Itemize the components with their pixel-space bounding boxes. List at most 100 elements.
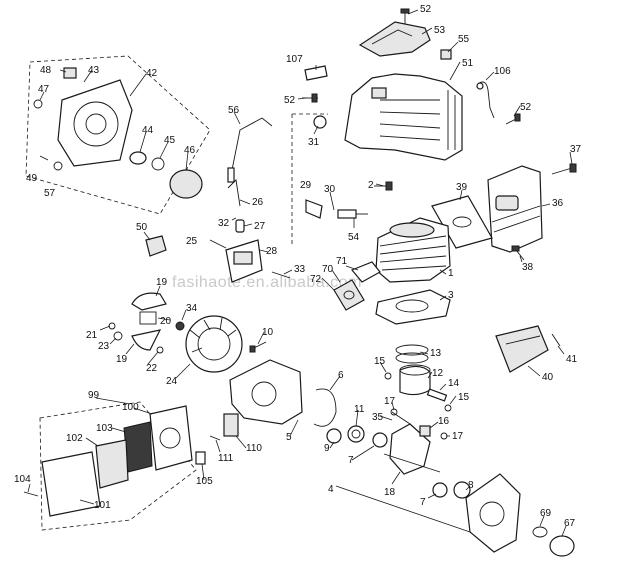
callout-107: 107 <box>286 54 303 65</box>
plate-105 <box>195 451 206 465</box>
plug-cap-29 <box>305 199 323 219</box>
callout-67: 67 <box>564 518 576 529</box>
callout-48: 48 <box>40 65 52 76</box>
clutch-shoe-19-top <box>131 292 167 311</box>
callout-labels: 52 53 55 51 107 52 106 52 48 43 42 47 44… <box>14 4 582 529</box>
callout-2: 2 <box>368 180 374 191</box>
callout-9: 9 <box>324 443 330 454</box>
callout-37: 37 <box>570 144 582 155</box>
callout-26: 26 <box>252 197 264 208</box>
callout-21: 21 <box>86 330 98 341</box>
callout-110: 110 <box>246 443 262 454</box>
decal-107 <box>304 65 328 81</box>
callout-44: 44 <box>142 125 154 136</box>
wire-106 <box>476 81 495 119</box>
callout-25: 25 <box>186 236 198 247</box>
callout-5: 5 <box>286 432 292 443</box>
callout-105: 105 <box>196 476 213 487</box>
knob-48 <box>63 67 77 79</box>
washer-22 <box>156 346 164 354</box>
callout-28: 28 <box>266 246 278 257</box>
washer-23 <box>113 331 123 341</box>
callout-36: 36 <box>552 198 564 209</box>
callout-39: 39 <box>456 182 468 193</box>
callout-72: 72 <box>310 274 322 285</box>
callout-7-left: 7 <box>348 455 354 466</box>
callout-8: 8 <box>468 480 474 491</box>
bearing-11 <box>347 425 365 443</box>
callout-56: 56 <box>228 105 240 116</box>
callout-103: 103 <box>96 423 113 434</box>
callout-32: 32 <box>218 218 230 229</box>
cylinder-1 <box>375 217 451 283</box>
cover-plate-53 <box>358 21 431 57</box>
nut-55 <box>440 49 452 60</box>
callout-15-left: 15 <box>374 356 386 367</box>
piston-pin-14 <box>426 388 448 402</box>
bolt-10 <box>249 341 267 353</box>
air-cleaner-cover-101 <box>41 451 101 517</box>
clip-15-left <box>384 372 392 380</box>
callout-18: 18 <box>384 487 396 498</box>
callout-52-top: 52 <box>420 4 432 15</box>
filter-102 <box>95 439 129 489</box>
fuel-filter-27 <box>235 219 245 233</box>
pin-35 <box>391 411 411 425</box>
callout-43: 43 <box>88 65 100 76</box>
bolt-41 <box>551 333 561 347</box>
callout-16: 16 <box>438 416 450 427</box>
callout-31: 31 <box>308 137 320 148</box>
callout-57: 57 <box>44 188 56 199</box>
callout-52-mid: 52 <box>284 95 296 106</box>
screw-52-top <box>400 8 410 24</box>
seal-9 <box>326 428 342 444</box>
fuel-tank-25 <box>225 239 263 283</box>
callout-69: 69 <box>540 508 552 519</box>
washer-47 <box>33 99 43 109</box>
bearing-7-left <box>372 432 388 448</box>
air-cleaner-base-100 <box>149 405 193 471</box>
cap-31 <box>313 115 327 129</box>
callout-24: 24 <box>166 376 178 387</box>
spark-plug-54 <box>337 209 368 219</box>
callout-13: 13 <box>430 348 442 359</box>
nut-34 <box>175 321 185 331</box>
callout-34: 34 <box>186 303 198 314</box>
callout-38: 38 <box>522 262 534 273</box>
callout-101: 101 <box>94 500 111 511</box>
bolt-37 <box>551 163 577 175</box>
callout-102: 102 <box>66 433 83 444</box>
callout-10: 10 <box>262 327 274 338</box>
piston-12 <box>399 364 431 396</box>
clip-15-right <box>444 404 452 412</box>
muffler-36 <box>487 165 543 253</box>
callout-20: 20 <box>160 316 172 327</box>
shield-40 <box>495 325 549 373</box>
callout-22: 22 <box>146 363 158 374</box>
watermark-text: fasihaote.en.alibaba.com <box>172 274 362 291</box>
cylinder-cover-51 <box>344 73 463 161</box>
callout-17-top: 17 <box>384 396 396 407</box>
callout-27: 27 <box>254 221 266 232</box>
callout-17-bottom: 17 <box>452 431 464 442</box>
callout-51: 51 <box>462 58 474 69</box>
callout-45: 45 <box>164 135 176 146</box>
seal-8 <box>453 481 471 499</box>
callout-70: 70 <box>322 264 334 275</box>
callout-1: 1 <box>448 268 454 279</box>
callout-46: 46 <box>184 145 196 156</box>
bolt-2 <box>374 181 393 191</box>
clamp-67 <box>549 535 575 557</box>
pulley-44 <box>129 151 147 165</box>
callout-55: 55 <box>458 34 470 45</box>
cover-50 <box>145 235 167 257</box>
fuel-line-56 <box>227 117 273 183</box>
callout-53: 53 <box>434 25 446 36</box>
rings-13 <box>395 344 429 364</box>
base-gasket-3 <box>375 289 451 325</box>
callout-35: 35 <box>372 412 384 423</box>
callout-19-top: 19 <box>156 277 168 288</box>
callout-52-right: 52 <box>520 102 532 113</box>
screw-52-right <box>505 113 521 125</box>
